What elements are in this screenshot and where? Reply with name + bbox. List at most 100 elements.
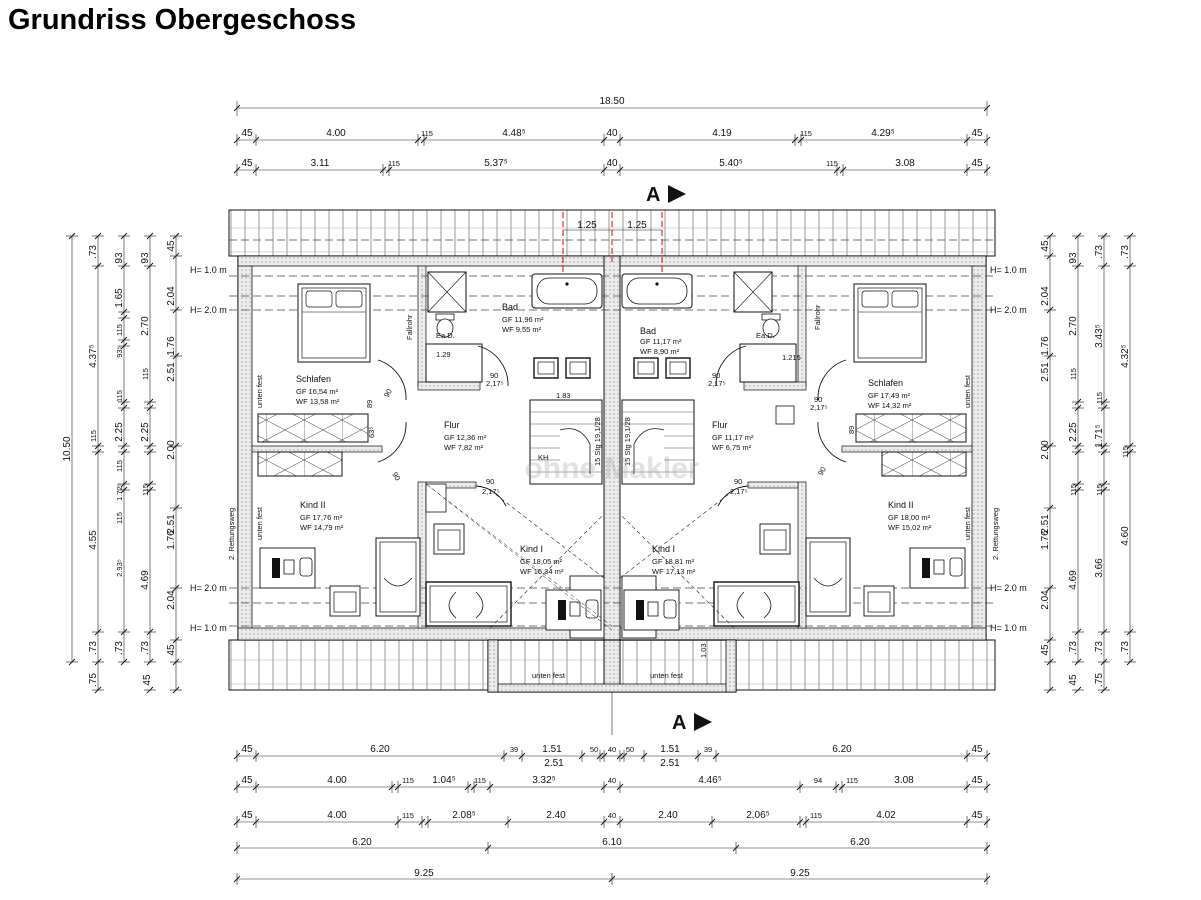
svg-text:115: 115 [115,324,124,336]
svg-text:2.51: 2.51 [166,362,177,382]
svg-text:WF 14,32 m²: WF 14,32 m² [868,401,912,410]
svg-text:2.00: 2.00 [166,440,177,460]
svg-text:Schlafen: Schlafen [296,374,331,384]
svg-text:2. Rettungsweg: 2. Rettungsweg [991,508,1000,560]
svg-text:4.69: 4.69 [1068,570,1079,590]
svg-text:1.51: 1.51 [660,744,680,755]
svg-text:GF 18,00 m²: GF 18,00 m² [888,513,931,522]
svg-text:4.00: 4.00 [327,775,347,786]
svg-text:1.71⁵: 1.71⁵ [1094,424,1105,448]
svg-text:90: 90 [712,371,720,380]
room-schlafen-right: Schlafen GF 17,49 m² WF 14,32 m² [868,378,912,410]
svg-text:Kind II: Kind II [888,500,914,510]
stairs-label: 15 Stg 19,1/28 [593,417,602,466]
svg-text:45: 45 [241,744,253,755]
dim-top-r2-0: 45 [241,158,253,169]
svg-text:6.20: 6.20 [370,744,390,755]
dim-top-r2-3: 5.37⁵ [484,158,508,169]
svg-text:2.08⁵: 2.08⁵ [452,810,476,821]
svg-text:2.93⁵: 2.93⁵ [115,559,124,577]
svg-text:unten fest: unten fest [963,506,972,540]
height-label: H= 1.0 m [190,623,227,633]
svg-text:.73: .73 [140,641,151,655]
svg-text:115: 115 [402,811,414,820]
svg-text:4.00: 4.00 [327,810,347,821]
misc-labels: Fallrohr Fallrohr Ea.D. Ea.D. unten fest… [227,304,1000,680]
dim-top-r2-7: 3.08 [895,158,915,169]
height-label: H= 2.0 m [990,305,1027,315]
svg-text:Kind I: Kind I [652,544,675,554]
svg-text:WF 15,02 m²: WF 15,02 m² [888,523,932,532]
svg-text:Fallrohr: Fallrohr [813,304,822,330]
svg-text:2.06⁵: 2.06⁵ [746,810,770,821]
svg-text:2.00: 2.00 [1040,440,1051,460]
svg-text:.73: .73 [114,641,125,655]
svg-text:45: 45 [166,644,177,656]
svg-text:1.65: 1.65 [114,288,125,308]
svg-text:2.25: 2.25 [114,422,125,442]
page-title: Grundriss Obergeschoss [8,4,357,36]
room-kind2-right: Kind II GF 18,00 m² WF 15,02 m² [888,500,932,532]
svg-text:Kind I: Kind I [520,544,543,554]
svg-text:GF 18,05 m²: GF 18,05 m² [520,557,563,566]
svg-text:45: 45 [971,775,983,786]
svg-text:45: 45 [971,744,983,755]
svg-text:6.10: 6.10 [602,837,622,848]
svg-text:WF 14,79 m²: WF 14,79 m² [300,523,344,532]
svg-text:115: 115 [474,776,486,785]
room-flur-right: Flur GF 11,17 m² WF 6,75 m² [712,420,754,452]
svg-text:WF 7,82 m²: WF 7,82 m² [444,443,484,452]
svg-text:GF 16,54 m²: GF 16,54 m² [296,387,339,396]
svg-text:115: 115 [846,776,858,785]
svg-text:WF 16,34 m²: WF 16,34 m² [520,567,564,576]
svg-text:2.51: 2.51 [166,514,177,534]
dim-top-r2-5: 5.40⁵ [719,158,743,169]
bottom-dimension-chain: 45 6.20 39 1.51 50 40 50 1.51 39 6.20 45… [237,744,987,880]
svg-text:115: 115 [402,776,414,785]
svg-text:1.76: 1.76 [1040,530,1051,550]
svg-text:4.37⁵: 4.37⁵ [88,344,99,368]
svg-text:A: A [672,712,686,734]
svg-text:Ea.D.: Ea.D. [436,331,455,340]
svg-text:93: 93 [1068,252,1079,264]
svg-text:4.69: 4.69 [140,570,151,590]
svg-text:unten fest: unten fest [255,506,264,540]
svg-text:2.51: 2.51 [660,758,680,769]
dim-inner-1: 1.25 [577,220,597,231]
svg-text:unten fest: unten fest [532,671,566,680]
svg-text:GF 11,17 m²: GF 11,17 m² [712,433,754,442]
svg-text:.75: .75 [1094,673,1105,687]
svg-text:2.25: 2.25 [140,422,151,442]
svg-text:GF 11,17 m²: GF 11,17 m² [640,337,682,346]
svg-text:2,17⁵: 2,17⁵ [482,487,500,496]
svg-text:.73: .73 [88,245,99,259]
svg-text:90: 90 [816,465,828,477]
svg-text:1.04⁵: 1.04⁵ [432,775,456,786]
svg-text:1.76: 1.76 [166,530,177,550]
dim-top-r1-0: 45 [241,128,253,139]
dim-top-r2-6: 115 [826,159,838,168]
room-kind1-right: Kind I GF 18,81 m² WF 17,13 m² [652,544,696,576]
svg-text:2,17⁵: 2,17⁵ [810,403,828,412]
svg-text:1.215: 1.215 [782,353,801,362]
svg-text:Bad: Bad [502,302,518,312]
svg-text:2.04: 2.04 [1040,590,1051,610]
svg-text:1.76: 1.76 [166,336,177,356]
svg-text:Schlafen: Schlafen [868,378,903,388]
svg-text:2.40: 2.40 [546,810,566,821]
svg-text:3.43⁵: 3.43⁵ [1094,324,1105,348]
svg-text:WF 17,13 m²: WF 17,13 m² [652,567,696,576]
dim-top-r2-1: 3.11 [311,158,330,169]
svg-text:40: 40 [608,811,616,820]
svg-text:45: 45 [241,775,253,786]
svg-text:115: 115 [115,460,124,472]
svg-text:.73: .73 [1094,245,1105,259]
section-marker-bottom: A [672,712,712,734]
top-dimension-chain: 18.50 45 4.00 115 4.48⁵ 40 4.19 115 4.29… [233,96,991,171]
svg-text:4.02: 4.02 [876,810,896,821]
svg-text:2.70: 2.70 [140,316,151,336]
svg-text:2.25: 2.25 [1068,422,1079,442]
svg-text:45: 45 [166,240,177,252]
dim-top-r1-5: 4.19 [712,128,732,139]
